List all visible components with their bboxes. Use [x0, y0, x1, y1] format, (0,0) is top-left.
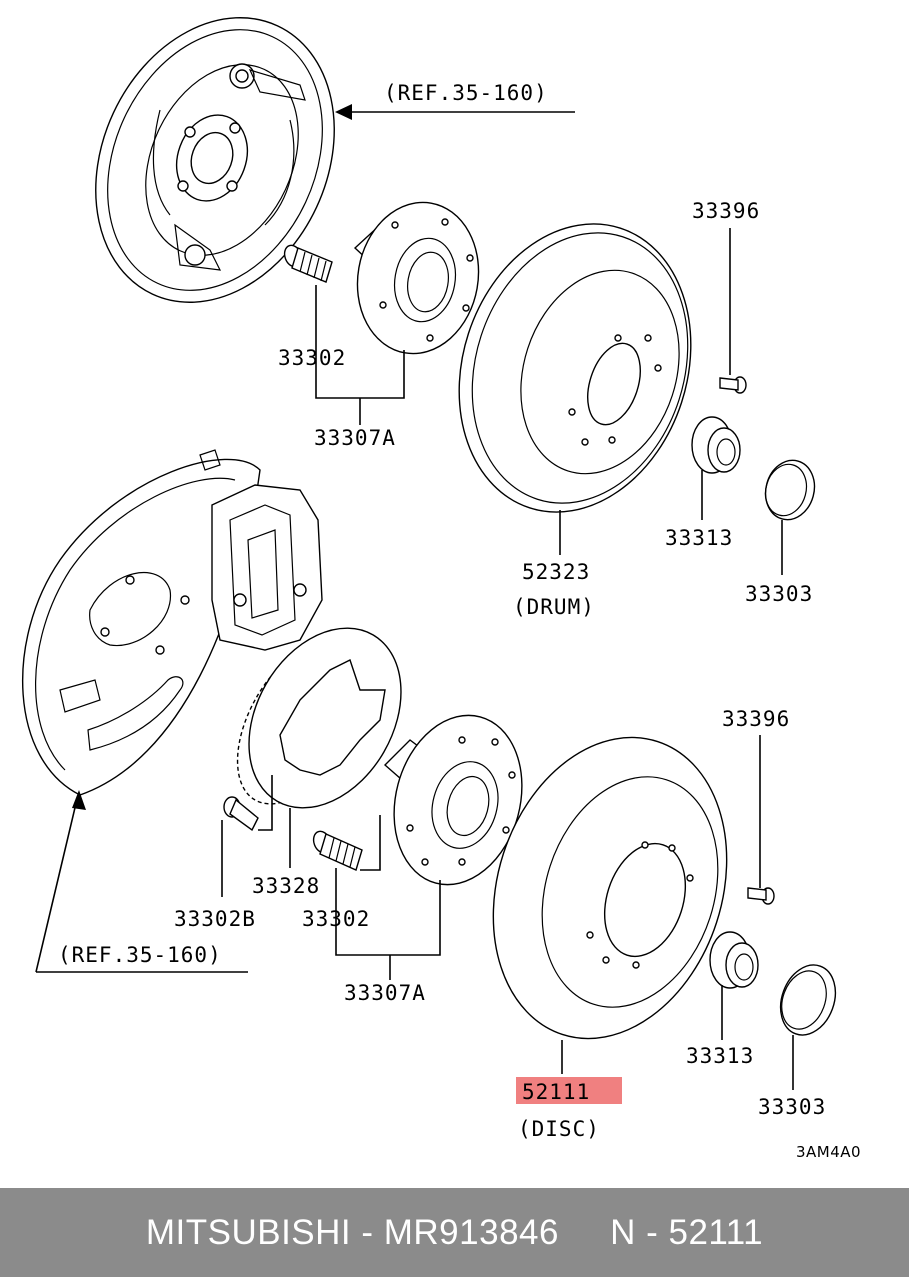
- lock-nut-illustration-upper: [691, 416, 741, 474]
- footer-banner: MITSUBISHI - MR913846 N - 52111: [0, 1188, 909, 1277]
- hub-illustration-upper: [353, 201, 480, 355]
- part-label-33307a-upper: 33307A: [314, 426, 396, 450]
- ref-label-bottom: (REF.35-160): [58, 943, 222, 967]
- disc-caption: (DISC): [518, 1117, 600, 1141]
- diagram-code: 3AM4A0: [796, 1143, 861, 1161]
- part-label-33328: 33328: [252, 874, 320, 898]
- screw-illustration-upper: [719, 376, 747, 394]
- hub-cap-illustration-lower: [779, 964, 837, 1036]
- brake-disc-illustration: [492, 736, 728, 1040]
- drum-brake-backing-plate-illustration: [95, 17, 335, 303]
- part-label-33396-upper: 33396: [692, 199, 760, 223]
- part-label-52111: 52111: [522, 1080, 590, 1104]
- parts-diagram: (REF.35-160) 33302 33307A 52323 (DRUM): [21, 17, 861, 1161]
- brake-drum-illustration: [458, 223, 692, 513]
- hub-cap-illustration-upper: [764, 459, 816, 521]
- lock-nut-illustration-lower: [709, 931, 759, 989]
- screw-illustration-lower: [747, 887, 775, 905]
- part-label-33302-upper: 33302: [278, 346, 346, 370]
- part-label-33303-lower: 33303: [758, 1095, 826, 1119]
- drum-caption: (DRUM): [513, 595, 595, 619]
- hub-illustration-lower: [383, 714, 523, 886]
- part-label-33313-upper: 33313: [665, 526, 733, 550]
- part-label-33396-lower: 33396: [722, 707, 790, 731]
- bolt-illustration-33302b: [223, 796, 259, 832]
- disc-brake-shield-caliper-illustration: [21, 449, 323, 796]
- footer-part-info: MITSUBISHI - MR913846 N - 52111: [145, 1212, 764, 1252]
- hub-bolt-illustration-upper: [283, 244, 333, 283]
- part-label-52323: 52323: [522, 560, 590, 584]
- ref-label-top: (REF.35-160): [384, 81, 548, 105]
- part-label-33307a-lower: 33307A: [344, 981, 426, 1005]
- sensor-rotor-illustration: [236, 627, 402, 809]
- part-label-33302b: 33302B: [174, 907, 256, 931]
- part-label-33313-lower: 33313: [686, 1044, 754, 1068]
- part-label-highlight: [516, 1077, 622, 1104]
- part-label-33303-upper: 33303: [745, 582, 813, 606]
- hub-bolt-illustration-lower: [312, 830, 363, 871]
